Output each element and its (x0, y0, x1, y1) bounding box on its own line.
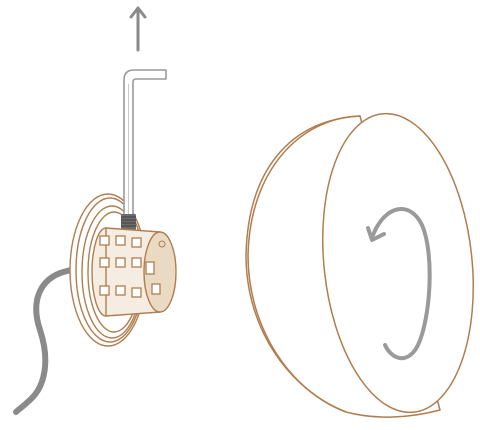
cable (13, 267, 75, 415)
hex-key-icon (121, 69, 167, 230)
connector-body (91, 227, 177, 317)
threaded-collar (121, 214, 136, 230)
arrow-up-icon (129, 6, 147, 52)
rotate-counterclockwise-icon (366, 207, 432, 361)
contact-slots (99, 235, 161, 298)
dome-rim (322, 112, 474, 414)
dome-cover (245, 112, 474, 418)
